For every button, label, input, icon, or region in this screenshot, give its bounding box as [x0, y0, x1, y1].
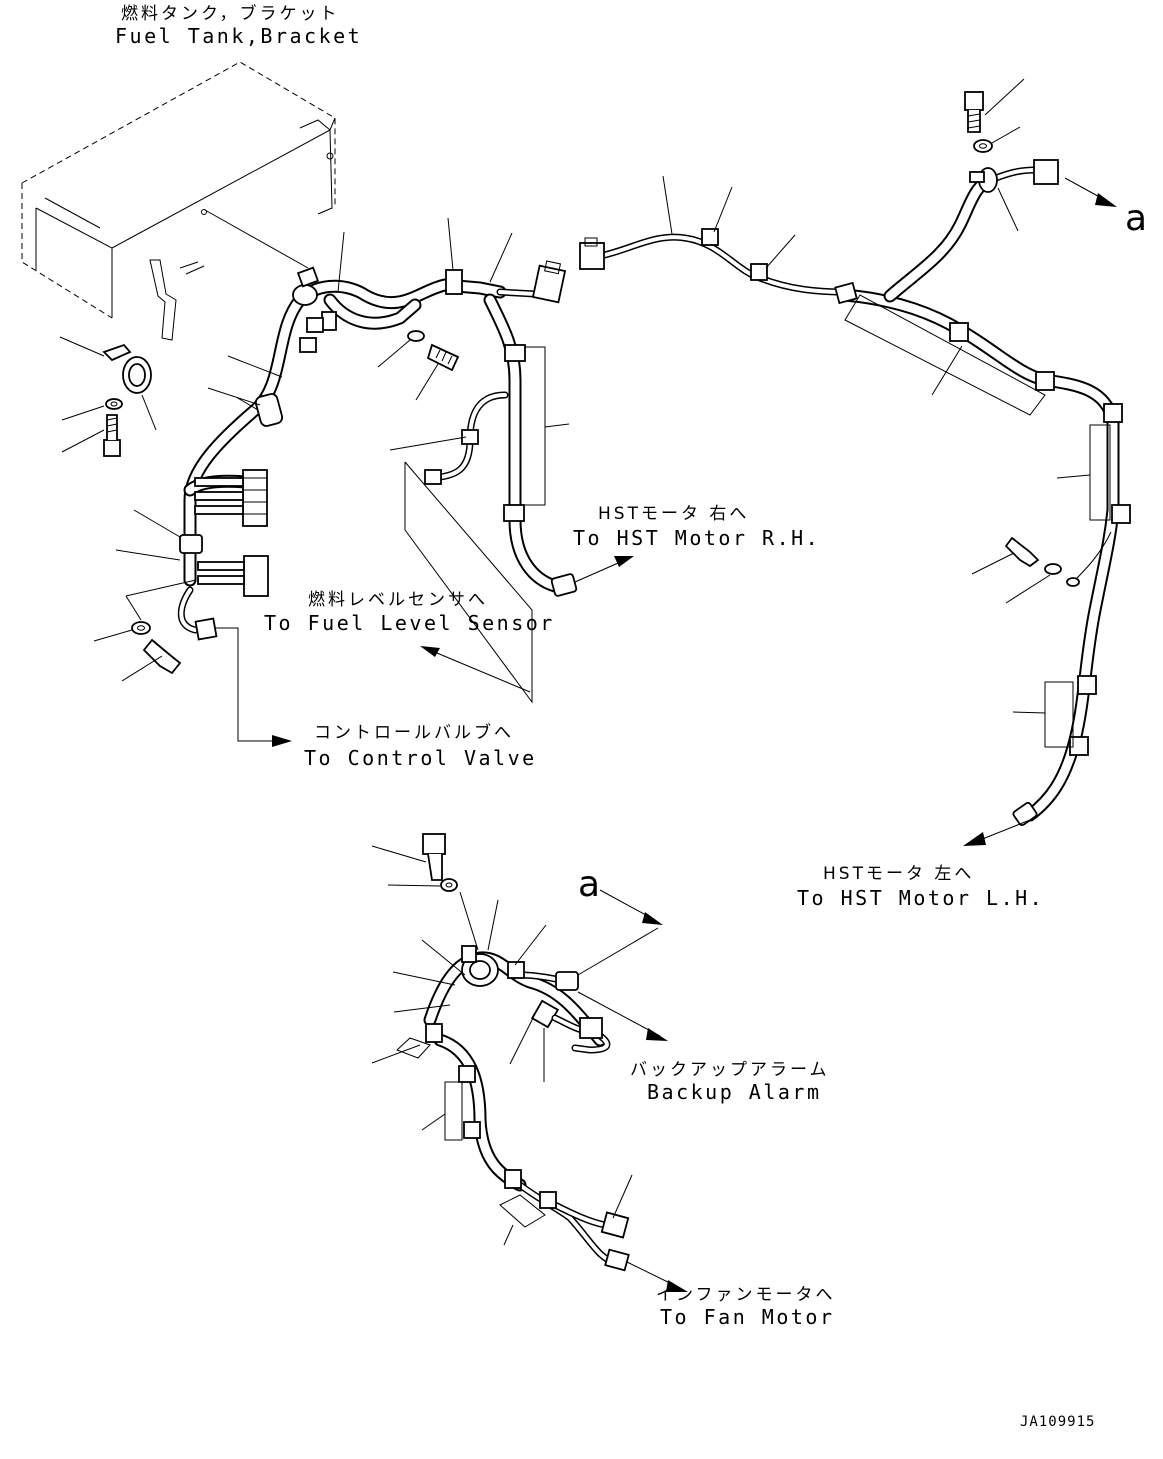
detail-ref-a-bottom: a: [578, 864, 600, 905]
main-harness-upper: [183, 217, 567, 552]
fuel-tank-bracket-label-jp: 燃料タンク，ブラケット: [121, 3, 339, 24]
callout-labels: 燃料タンク，ブラケット Fuel Tank,Bracket HSTモータ 右へ …: [115, 3, 1147, 1430]
drawing-code: JA109915: [1020, 1414, 1095, 1430]
hst-motor-rh-label-jp: HSTモータ 右へ: [598, 504, 749, 524]
fuel-tank-bracket-label-en: Fuel Tank,Bracket: [115, 24, 362, 48]
fuel-level-sensor-label-en: To Fuel Level Sensor: [264, 611, 555, 635]
connector-cluster-left: [93, 469, 269, 682]
fuel-tank-bracket: [21, 61, 336, 341]
left-clamp-assembly: [59, 336, 157, 457]
harness-right-run: [579, 78, 1131, 846]
control-valve-label-en: To Control Valve: [304, 746, 537, 770]
hst-motor-lh-label-jp: HSTモータ 左へ: [823, 864, 974, 884]
hst-motor-rh-label-en: To HST Motor R.H.: [573, 526, 820, 550]
fan-motor-label-jp: インファンモータへ: [656, 1285, 836, 1305]
hst-rh-branch: [389, 293, 634, 704]
fuel-level-sensor-label-jp: 燃料レベルセンサへ: [308, 590, 488, 610]
backup-alarm-label-en: Backup Alarm: [647, 1080, 822, 1104]
backup-alarm-label-jp: バックアップアラーム: [630, 1060, 830, 1080]
fan-motor-label-en: To Fan Motor: [660, 1305, 835, 1329]
control-valve-label-jp: コントロールバルブへ: [314, 722, 514, 743]
hst-motor-lh-label-en: To HST Motor L.H.: [797, 886, 1044, 910]
control-valve-leader: [215, 627, 292, 747]
detail-ref-a-top: a: [1125, 198, 1147, 239]
detail-a-assembly: [371, 833, 688, 1292]
